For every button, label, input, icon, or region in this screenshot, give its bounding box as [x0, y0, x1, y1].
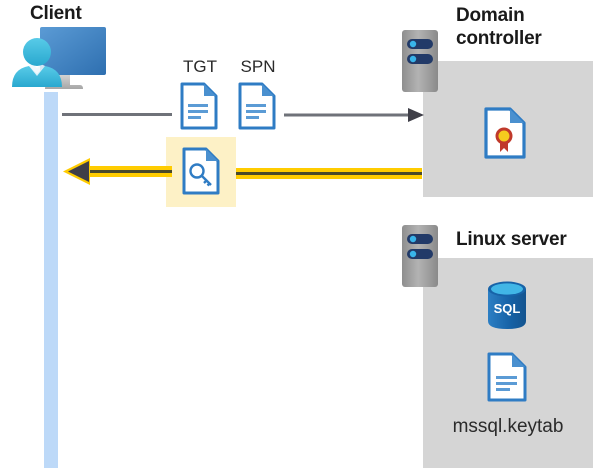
key-document-icon: [182, 147, 220, 195]
response-arrow-head: [60, 150, 172, 192]
server-rack-icon: [402, 225, 438, 287]
tgt-label: TGT: [183, 57, 217, 76]
response-arrow-body: [236, 166, 422, 179]
linux-server-title: Linux server: [456, 229, 567, 250]
spn-document-icon: [238, 82, 276, 130]
svg-text:SQL: SQL: [494, 301, 521, 316]
request-arrow-to-domain-controller: [284, 105, 424, 125]
client-request-line: [62, 113, 172, 116]
user-monitor-icon: [6, 25, 116, 103]
domain-controller-title: Domain controller: [456, 5, 542, 49]
client-title: Client: [30, 3, 82, 24]
sql-database-icon: SQL: [484, 280, 530, 330]
keytab-filename-label: mssql.keytab: [452, 416, 564, 437]
keytab-document-icon: [487, 352, 527, 402]
certificate-document-icon: [484, 107, 526, 159]
client-lifeline: [44, 92, 58, 468]
server-rack-icon: [402, 30, 438, 92]
tgt-document-icon: [180, 82, 218, 130]
spn-label: SPN: [240, 57, 276, 76]
